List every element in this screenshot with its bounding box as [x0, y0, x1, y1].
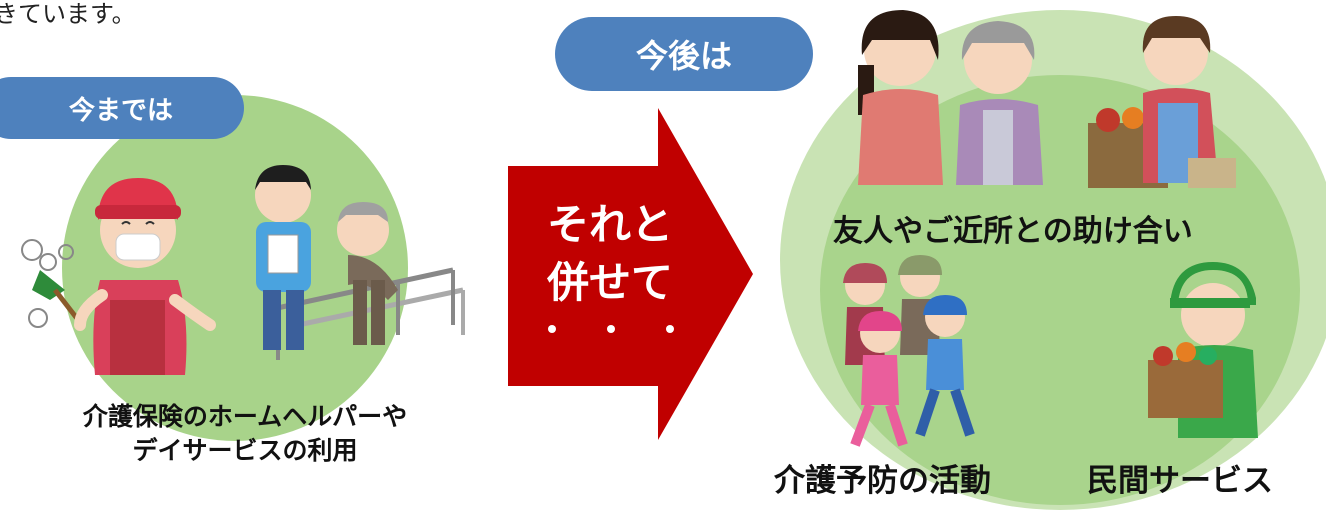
- before-caption: 介護保険のホームヘルパーや デイサービスの利用: [30, 400, 460, 468]
- transition-line1: それと: [546, 200, 673, 249]
- before-caption-line2: デイサービスの利用: [132, 436, 358, 465]
- friends-chatting-illustration: [858, 10, 1043, 185]
- dot-1: [548, 325, 556, 333]
- intro-text: きています。: [0, 0, 136, 28]
- helper-cleaning-illustration: [21, 178, 216, 375]
- transition-text: それと 併せて: [520, 196, 700, 312]
- market-shopkeeper-illustration: [1088, 16, 1236, 188]
- prevention-label: 介護予防の活動: [774, 463, 991, 499]
- walking-group-illustration: [843, 255, 975, 447]
- before-caption-line1: 介護保険のホームヘルパーや: [82, 402, 408, 431]
- friends-label: 友人やご近所との助け合い: [833, 214, 1193, 249]
- before-badge: 今までは: [0, 77, 244, 139]
- transition-arrow: [508, 108, 753, 440]
- rehab-training-illustration: [255, 165, 465, 360]
- after-badge: 今後は: [555, 17, 813, 91]
- dot-3: [666, 325, 675, 333]
- private-service-label: 民間サービス: [1087, 463, 1273, 499]
- delivery-worker-illustration: [1148, 262, 1258, 438]
- dot-2: [607, 325, 616, 333]
- transition-line2: 併せて: [546, 258, 673, 307]
- ellipsis-dots: [548, 318, 720, 337]
